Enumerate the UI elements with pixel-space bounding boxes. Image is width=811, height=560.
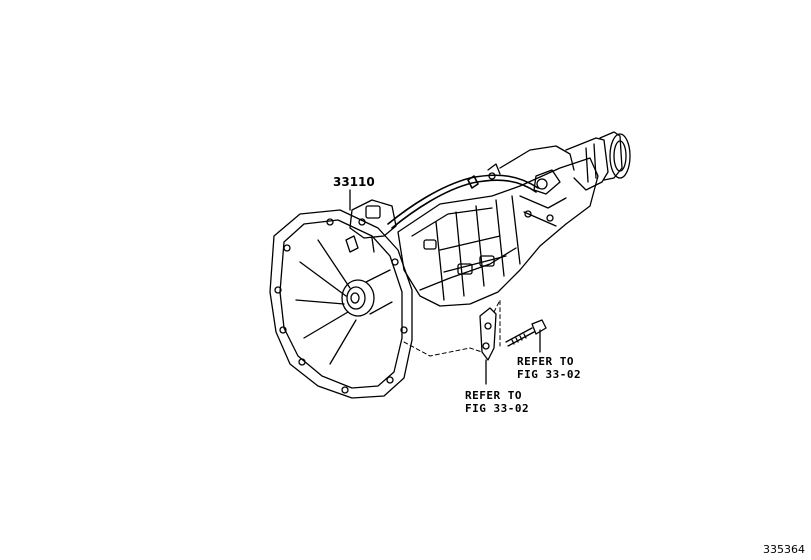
wire-harness: [387, 174, 539, 229]
reference-dashed-lines: [403, 299, 501, 357]
bell-housing: [269, 209, 413, 399]
illustration-id: 335364: [763, 543, 805, 556]
refer-left-line2: FIG 33-02: [465, 402, 530, 415]
sensor-assembly: [345, 199, 397, 253]
refer-left-line1: REFER TO: [465, 389, 522, 402]
mounting-bolt: [505, 319, 547, 353]
mounting-bracket: [479, 307, 497, 385]
transmission-case: [397, 145, 599, 307]
refer-right-line1: REFER TO: [517, 355, 574, 368]
refer-right-line2: FIG 33-02: [517, 368, 582, 381]
extension-housing: [565, 131, 631, 191]
part-number-33110: 33110: [333, 175, 375, 189]
input-shaft: [341, 269, 393, 317]
